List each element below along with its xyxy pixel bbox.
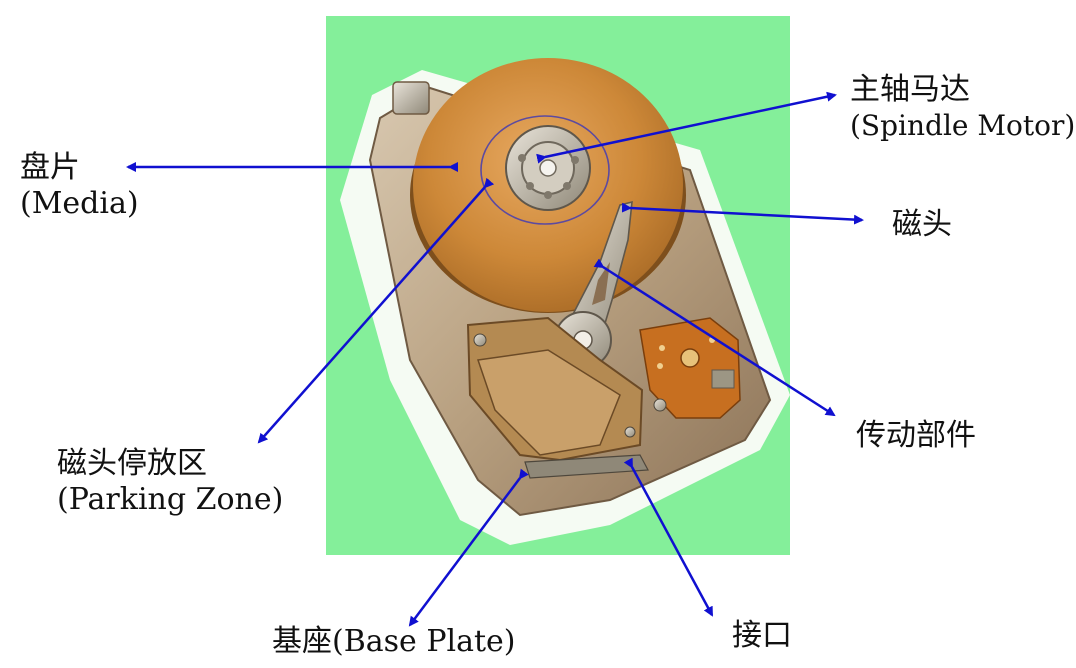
label-parking-zone: 磁头停放区 (Parking Zone)	[57, 446, 283, 518]
spindle-screw-3	[544, 191, 552, 199]
label-actuator-zh: 传动部件	[856, 418, 976, 453]
chassis-screw-3	[624, 426, 636, 438]
label-base-plate: 基座(Base Plate)	[272, 624, 516, 660]
actuator-arrow	[593, 258, 836, 417]
label-spindle-motor: 主轴马达 (Spindle Motor)	[850, 72, 1075, 144]
label-media-zh: 盘片	[20, 150, 80, 185]
spindle-center	[539, 159, 557, 177]
parking-arrow	[257, 177, 495, 444]
label-head-zh: 磁头	[892, 207, 952, 242]
flex-dot-2	[657, 363, 663, 369]
spindle-screw-5	[563, 182, 571, 190]
label-interface-zh: 接口	[732, 618, 792, 653]
magnet-top	[476, 349, 621, 456]
flex-dot-1	[659, 345, 665, 351]
head-arrow	[621, 202, 864, 225]
left-clip	[392, 81, 430, 115]
flex-connector	[680, 348, 700, 368]
arrows	[126, 91, 864, 627]
spindle-screw-2	[571, 156, 579, 164]
label-interface: 接口	[732, 618, 792, 654]
label-media-en: (Media)	[20, 186, 139, 221]
spindle-screw-1	[518, 154, 526, 162]
spindle-screw-4	[526, 182, 534, 190]
label-media: 盘片 (Media)	[20, 150, 139, 222]
label-spindle-motor-zh: 主轴马达	[850, 72, 970, 107]
label-actuator: 传动部件	[856, 418, 976, 454]
label-spindle-motor-en: (Spindle Motor)	[850, 109, 1076, 142]
base-plate-arrow	[408, 468, 529, 627]
chassis-screw-1	[473, 333, 487, 347]
spindle-arrow	[536, 91, 837, 164]
flex-tab	[711, 369, 735, 389]
label-parking-zone-zh: 磁头停放区	[57, 446, 207, 481]
label-base-plate-text: 基座(Base Plate)	[272, 624, 516, 659]
label-parking-zone-en: (Parking Zone)	[57, 482, 284, 517]
chassis-screw-2	[653, 398, 667, 412]
interface-arrow	[623, 457, 714, 617]
label-head: 磁头	[892, 207, 952, 243]
